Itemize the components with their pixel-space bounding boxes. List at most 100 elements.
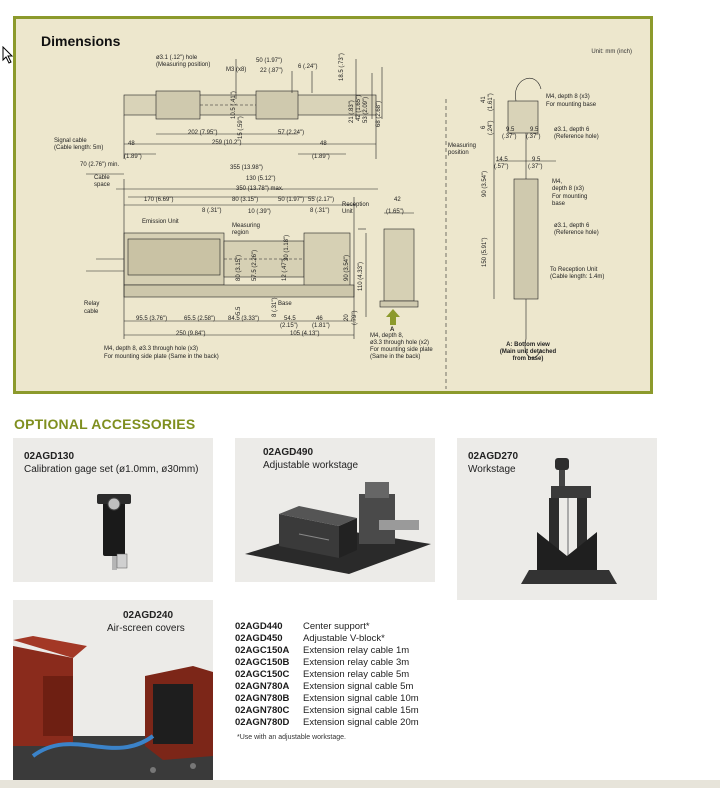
r-to-reception-2: (Cable length: 1.4m) bbox=[550, 274, 605, 280]
part-code: 02AGN780D bbox=[235, 717, 290, 728]
dim-22: 22 (.87") bbox=[260, 68, 283, 74]
dim-202: 202 (7.95") bbox=[188, 130, 218, 136]
dim-84-5: 84.5 (3.33") bbox=[228, 316, 260, 322]
accessory-code: 02AGD490 bbox=[263, 447, 314, 458]
m4-x2-2: ø3.3 through hole (x2) bbox=[370, 340, 430, 346]
m3-label: M3 (x8) bbox=[226, 67, 247, 73]
signal-cable-label: Signal cable bbox=[54, 138, 87, 144]
dim-53: 53 (2.09") bbox=[363, 96, 369, 123]
part-code: 02AGC150A bbox=[235, 645, 290, 656]
dim-48-right: 48 bbox=[320, 141, 327, 147]
dim-15: 15 (.59") bbox=[238, 116, 244, 139]
r-dim-9-5a-inch: (.37") bbox=[502, 134, 517, 140]
dim-110: 110 (4.33") bbox=[358, 261, 364, 291]
r-m4b-3: For mounting bbox=[552, 194, 588, 200]
dim-105: 105 (4.13") bbox=[290, 331, 320, 337]
r-ref-hole-2: ø3.1, depth 6 bbox=[554, 223, 590, 229]
accessories-title: OPTIONAL ACCESSORIES bbox=[14, 416, 196, 432]
dim-48-left: 48 bbox=[128, 141, 135, 147]
signal-cable-length: (Cable length: 5m) bbox=[54, 145, 104, 151]
part-code: 02AGD450 bbox=[235, 633, 283, 644]
dim-46: 46 bbox=[316, 316, 323, 322]
dim-57: 57 (2.24") bbox=[278, 130, 305, 136]
r-m4-1: M4, depth 8 (x3) bbox=[546, 94, 590, 100]
r-dim-9-5b-inch: (.37") bbox=[526, 134, 541, 140]
dim-80: 80 (3.15") bbox=[232, 197, 259, 203]
accessory-code: 02AGD130 bbox=[24, 451, 75, 462]
hole-measuring-label: ø3.1 (.12") hole bbox=[156, 55, 198, 61]
part-desc: Extension relay cable 1m bbox=[303, 645, 410, 656]
r-bottom-view-3: from base) bbox=[512, 356, 544, 362]
dim-54-5-inch: (2.15") bbox=[280, 323, 298, 329]
dim-20: 20 bbox=[344, 314, 350, 321]
dim-130: 130 (5.12") bbox=[246, 176, 276, 182]
mouse-cursor-icon bbox=[2, 46, 14, 64]
r-m4b-2: depth 8 (x3) bbox=[552, 186, 585, 192]
r-dim-90: 90 (3.54") bbox=[482, 170, 488, 197]
dim-259: 259 (10.2") bbox=[212, 140, 242, 146]
part-desc: Extension signal cable 10m bbox=[303, 693, 419, 704]
r-to-reception-1: To Reception Unit bbox=[550, 267, 598, 273]
view-a-arrow-icon bbox=[386, 309, 400, 325]
cable-space-2: space bbox=[94, 182, 111, 188]
emission-unit-label: Emission Unit bbox=[142, 219, 179, 225]
dim-42: 42 (1.65") bbox=[356, 94, 362, 121]
dim-350: 350 (13.78") max. bbox=[236, 186, 284, 192]
accessory-card-02agd270: 02AGD270 Workstage bbox=[457, 438, 657, 600]
accessory-code: 02AGD240 bbox=[123, 610, 174, 621]
dim-42b-inch: (1.65") bbox=[386, 209, 404, 215]
dim-48-left-inch: (1.89") bbox=[124, 154, 142, 160]
m4-x2-3: For mounting side plate bbox=[370, 347, 433, 353]
workstage-image bbox=[521, 458, 617, 584]
dimensions-title: Dimensions bbox=[41, 33, 121, 49]
r-dim-14-5-inch: (.57") bbox=[494, 164, 509, 170]
relay-cable-1: Relay bbox=[84, 301, 100, 307]
dim-30: 30 (1.18") bbox=[284, 234, 290, 261]
dim-54-5: 54.5 bbox=[284, 316, 296, 322]
r-ref-hole-2b: (Reference hole) bbox=[554, 230, 599, 236]
dim-42b: 42 bbox=[394, 197, 401, 203]
r-bottom-view-1: A: Bottom view bbox=[506, 342, 550, 348]
r-measuring-1: Measuring bbox=[448, 143, 477, 149]
m4-x2-1: M4, depth 8, bbox=[370, 333, 404, 339]
dim-50b: 50 (1.97") bbox=[278, 197, 305, 203]
part-code: 02AGC150C bbox=[235, 669, 290, 680]
accessory-desc: Workstage bbox=[468, 464, 516, 475]
unit-label: Unit: mm (inch) bbox=[591, 49, 632, 55]
dim-21: 21 (.83") bbox=[349, 100, 355, 123]
measuring-position-label: (Measuring position) bbox=[156, 62, 211, 68]
dim-46-inch: (1.81") bbox=[312, 323, 330, 329]
accessory-card-02agd130: 02AGD130 Calibration gage set (ø1.0mm, ø… bbox=[13, 438, 213, 582]
accessory-card-02agd490: 02AGD490 Adjustable workstage bbox=[235, 438, 435, 582]
bottom-band bbox=[0, 780, 720, 788]
base-label: Base bbox=[278, 301, 292, 307]
dim-65-5: 65.5 (2.58") bbox=[184, 316, 216, 322]
dimensions-panel: Dimensions Unit: mm (inch) bbox=[13, 16, 653, 394]
r-dim-6-inch: (.24") bbox=[488, 120, 494, 135]
part-desc: Extension relay cable 3m bbox=[303, 657, 410, 668]
relay-cable-2: cable bbox=[84, 309, 99, 315]
r-bottom-view-2: (Main unit detached bbox=[499, 349, 557, 355]
dim-57v: 57.5 (2.26") bbox=[252, 249, 258, 281]
part-desc: Extension signal cable 5m bbox=[303, 681, 414, 692]
r-dim-9-5c-inch: (.37") bbox=[528, 164, 543, 170]
accessory-card-02agd240: 02AGD240 Air-screen covers bbox=[13, 600, 213, 780]
r-ref-hole-1b: (Reference hole) bbox=[554, 134, 599, 140]
dim-50: 50 (1.97") bbox=[256, 58, 283, 64]
r-ref-hole-1: ø3.1, depth 6 bbox=[554, 127, 590, 133]
accessory-code: 02AGD270 bbox=[468, 451, 519, 462]
dim-18-5: 18.5 (.73") bbox=[339, 53, 345, 81]
accessory-desc: Air-screen covers bbox=[107, 623, 185, 634]
dim-70: 70 (2.76") min. bbox=[80, 162, 120, 168]
dim-8b: 8 (.31") bbox=[310, 208, 330, 214]
part-code: 02AGC150B bbox=[235, 657, 290, 668]
reception-unit-1: Reception bbox=[342, 202, 370, 208]
dim-5-5: 5.5 bbox=[236, 306, 242, 315]
dim-95-5: 95.5 (3.76") bbox=[136, 316, 168, 322]
m4-x2-4: (Same in the back) bbox=[370, 354, 421, 360]
dimension-drawing bbox=[86, 59, 556, 389]
r-dim-6: 6 bbox=[481, 125, 487, 129]
measuring-region-1: Measuring bbox=[232, 223, 261, 229]
dim-8a: 8 (.31") bbox=[202, 208, 222, 214]
dim-55: 55 (2.17") bbox=[308, 197, 335, 203]
